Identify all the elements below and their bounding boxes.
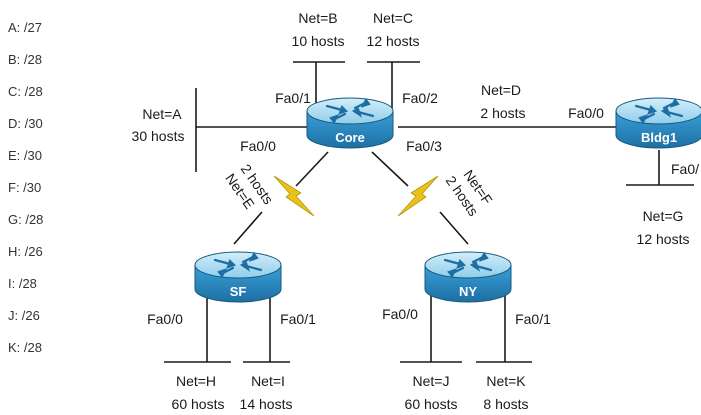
ny-fa00-label: Fa0/0: [382, 306, 418, 322]
prefix-item-b: B: /28: [8, 52, 42, 67]
core-fa02-label: Fa0/2: [402, 90, 438, 106]
net-d-hosts: 2 hosts: [480, 105, 525, 121]
serial-link-e-icon: [273, 175, 315, 217]
router-ny-label: NY: [459, 284, 477, 299]
bldg1-fa0-label: Fa0/: [671, 161, 699, 177]
router-core[interactable]: Core: [305, 96, 395, 150]
ny-fa01-label: Fa0/1: [515, 311, 551, 327]
net-f-label: Net=F 2 hosts: [443, 167, 496, 219]
sf-fa01-label: Fa0/1: [280, 311, 316, 327]
prefix-item-h: H: /26: [8, 244, 43, 259]
net-g-hosts: 12 hosts: [637, 231, 690, 247]
net-k-hosts: 8 hosts: [483, 396, 528, 412]
router-core-label: Core: [335, 130, 365, 145]
net-c-name: Net=C: [373, 10, 413, 26]
core-fa01-label: Fa0/1: [275, 90, 311, 106]
net-d-name: Net=D: [481, 82, 521, 98]
net-b-hosts: 10 hosts: [292, 33, 345, 49]
net-i-hosts: 14 hosts: [240, 396, 293, 412]
net-j-hosts: 60 hosts: [405, 396, 458, 412]
router-bldg1[interactable]: Bldg1: [614, 96, 701, 150]
router-bldg1-label: Bldg1: [641, 130, 677, 145]
serial-e-upper: [295, 151, 329, 187]
prefix-item-j: J: /26: [8, 308, 40, 323]
net-c-hosts: 12 hosts: [367, 33, 420, 49]
net-j-name: Net=J: [413, 373, 450, 389]
prefix-item-d: D: /30: [8, 116, 43, 131]
net-e-label: Net=E 2 hosts: [222, 161, 276, 212]
serial-e-lower: [233, 211, 263, 245]
net-g-name: Net=G: [643, 208, 684, 224]
prefix-item-f: F: /30: [8, 180, 42, 195]
prefix-item-e: E: /30: [8, 148, 42, 163]
net-a-hosts: 30 hosts: [132, 128, 185, 144]
prefix-item-k: K: /28: [8, 340, 42, 355]
prefix-item-i: I: /28: [8, 276, 37, 291]
prefix-item-a: A: /27: [8, 20, 42, 35]
net-i-name: Net=I: [251, 373, 285, 389]
serial-f-lower: [439, 211, 469, 245]
net-b-name: Net=B: [298, 10, 337, 26]
serial-f-upper: [371, 151, 409, 187]
bldg1-fa00-label: Fa0/0: [568, 105, 604, 121]
core-fa03-label: Fa0/3: [406, 138, 442, 154]
net-h-hosts: 60 hosts: [172, 396, 225, 412]
router-sf-label: SF: [230, 284, 247, 299]
prefix-item-g: G: /28: [8, 212, 44, 227]
net-a-name: Net=A: [142, 106, 182, 122]
net-k-name: Net=K: [486, 373, 526, 389]
router-sf[interactable]: SF: [193, 250, 283, 304]
sf-fa00-label: Fa0/0: [147, 311, 183, 327]
router-ny[interactable]: NY: [423, 250, 513, 304]
prefix-item-c: C: /28: [8, 84, 43, 99]
core-fa00-label: Fa0/0: [240, 138, 276, 154]
net-h-name: Net=H: [176, 373, 216, 389]
